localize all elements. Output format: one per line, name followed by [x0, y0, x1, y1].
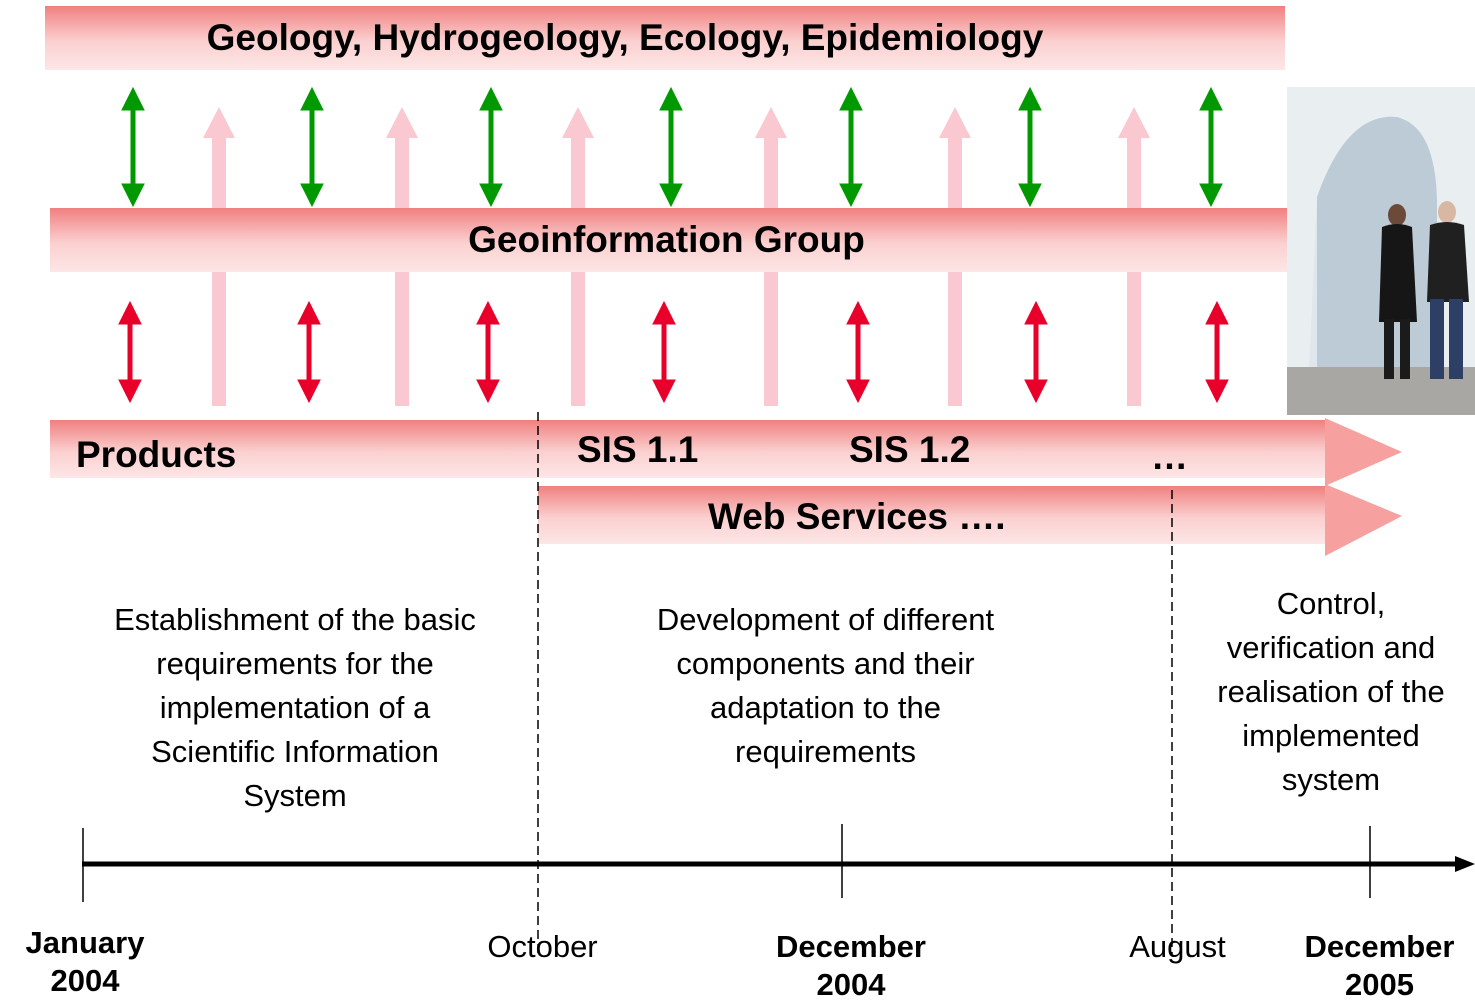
pale-arrow	[203, 107, 235, 406]
products-label: Products	[76, 434, 237, 475]
green-arrow	[300, 86, 324, 208]
red-arrow	[1205, 300, 1229, 404]
disciplines-label: Geology, Hydrogeology, Ecology, Epidemio…	[206, 17, 1044, 58]
web-services-band	[538, 484, 1402, 556]
green-arrow	[121, 86, 145, 208]
team-photo-image	[1287, 87, 1475, 415]
products-band	[50, 418, 1402, 486]
green-arrow	[659, 86, 683, 208]
red-arrow	[1024, 300, 1048, 404]
phase-control: Control, verification and realisation of…	[1217, 586, 1445, 797]
sis-1-2-label: SIS 1.2	[849, 429, 971, 470]
red-arrow	[118, 300, 142, 404]
disciplines-band: Geology, Hydrogeology, Ecology, Epidemio…	[45, 6, 1285, 70]
green-arrow	[839, 86, 863, 208]
timeline-axis	[82, 824, 1475, 902]
red-double-arrows	[118, 300, 1229, 404]
phase-establishment: Establishment of the basic requirements …	[114, 602, 476, 813]
red-arrow	[476, 300, 500, 404]
date-october: October	[487, 929, 598, 964]
green-double-arrows	[121, 86, 1223, 208]
red-arrow	[297, 300, 321, 404]
pale-arrow	[1118, 107, 1150, 406]
group-label: Geoinformation Group	[468, 219, 865, 260]
green-arrow	[479, 86, 503, 208]
web-services-label: Web Services ….	[708, 496, 1006, 537]
pale-up-arrows	[203, 107, 1150, 406]
date-december-2005: December 2005	[1304, 929, 1455, 1002]
date-january-2004: January 2004	[25, 925, 145, 998]
pale-arrow	[755, 107, 787, 406]
sis-1-1-label: SIS 1.1	[577, 429, 699, 470]
green-arrow	[1018, 86, 1042, 208]
red-arrow	[846, 300, 870, 404]
pale-arrow	[939, 107, 971, 406]
more-label: …	[1151, 436, 1188, 477]
pale-arrow	[562, 107, 594, 406]
green-arrow	[1199, 86, 1223, 208]
date-august: August	[1129, 929, 1226, 964]
pale-arrow	[386, 107, 418, 406]
date-december-2004: December 2004	[776, 929, 926, 1002]
group-band: Geoinformation Group	[50, 208, 1287, 272]
red-arrow	[652, 300, 676, 404]
phase-development: Development of different components and …	[656, 602, 995, 769]
team-photo	[1287, 87, 1475, 415]
